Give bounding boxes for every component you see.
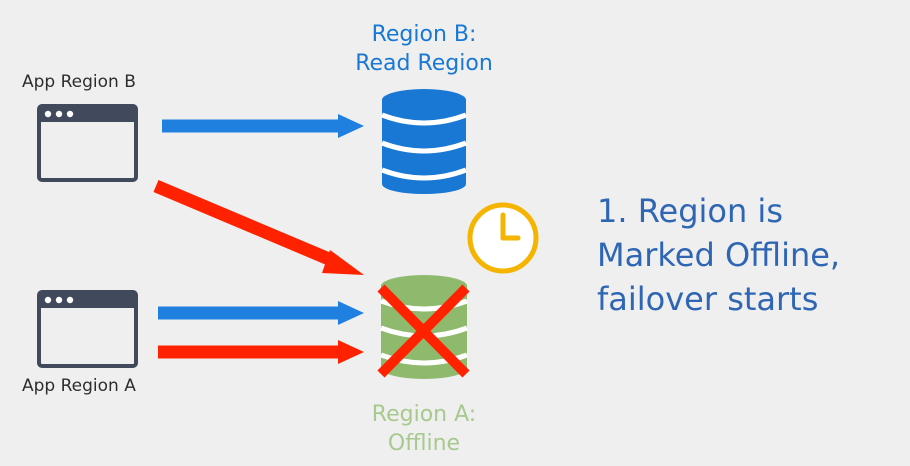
status-line3: failover starts: [597, 280, 819, 318]
status-line2: Marked Offline,: [597, 236, 841, 274]
region-b-title-line1: Region B:: [371, 22, 477, 47]
region-b-title: Region B: Read Region: [330, 20, 518, 78]
region-a-title: Region A: Offline: [330, 400, 518, 458]
failure-x-icon: [377, 284, 470, 378]
region-b-title-line2: Read Region: [355, 51, 493, 76]
clock-icon: [467, 202, 539, 274]
app-region-a-label: App Region A: [22, 376, 136, 396]
failover-status-text: 1. Region is Marked Offline, failover st…: [597, 189, 897, 321]
app-region-b-label: App Region B: [22, 72, 136, 92]
arrow-app-b-to-region-b: [162, 114, 364, 138]
arrow-app-a-to-region-a-red: [158, 340, 364, 364]
status-line1: 1. Region is: [597, 192, 783, 230]
app-region-b-window-icon: [37, 104, 138, 182]
region-a-title-line1: Region A:: [371, 402, 477, 427]
app-region-a-window-icon: [37, 290, 138, 368]
region-b-database-icon: [381, 89, 467, 194]
arrow-app-b-to-region-a: [153, 180, 364, 275]
region-a-title-line2: Offline: [387, 431, 461, 456]
arrow-app-a-to-region-a-blue: [158, 301, 364, 325]
